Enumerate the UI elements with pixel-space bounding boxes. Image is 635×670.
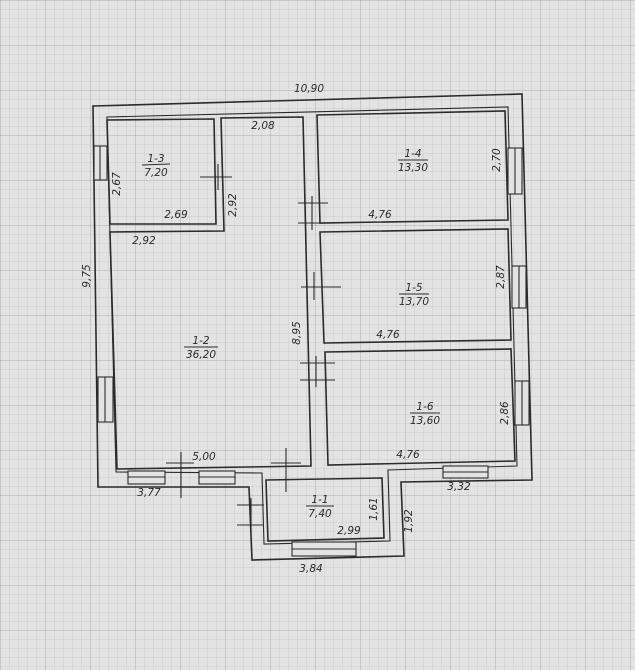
dim-r13-width: 2,69 <box>164 209 188 221</box>
dim-porch-right: 1,92 <box>403 509 415 533</box>
room-1-6-outline <box>324 348 516 466</box>
dim-r14-height: 2,70 <box>491 148 503 172</box>
room-1-1-area: 7,40 <box>308 508 332 520</box>
outer-wall <box>92 93 533 561</box>
room-1-6-id: 1-6 <box>416 401 433 413</box>
dim-r15-height: 2,87 <box>495 265 507 289</box>
room-1-5-outline <box>319 228 512 344</box>
dim-r12-bottom: 5,00 <box>192 451 216 463</box>
room-1-2-id: 1-2 <box>192 335 209 347</box>
room-1-3-rule <box>141 163 171 166</box>
dim-r12-height: 8,95 <box>291 321 303 345</box>
dim-bottom-left: 3,77 <box>137 487 161 499</box>
dim-r16-height: 2,86 <box>499 401 511 425</box>
door-marks <box>166 164 341 532</box>
dim-r16-width: 4,76 <box>396 449 420 461</box>
room-1-4-id: 1-4 <box>404 148 421 160</box>
room-1-5-area: 13,70 <box>399 296 429 308</box>
dim-bottom-right: 3,32 <box>447 481 471 493</box>
room-1-1-id: 1-1 <box>311 494 328 506</box>
room-1-4-outline <box>316 110 509 224</box>
dim-porch-bottom: 3,84 <box>299 563 322 575</box>
dim-r11-width: 2,99 <box>337 525 361 537</box>
dim-overall-width: 10,90 <box>294 83 324 95</box>
dim-r14-width: 4,76 <box>368 209 392 221</box>
dim-r15-width: 4,76 <box>376 329 400 341</box>
room-1-1-outline <box>265 477 385 542</box>
room-1-2-area: 36,20 <box>186 349 216 361</box>
dim-r13-height: 2,67 <box>111 172 123 196</box>
dim-r11-height: 1,61 <box>368 497 380 520</box>
room-1-2-outline <box>109 116 312 470</box>
room-1-5-id: 1-5 <box>405 282 422 294</box>
room-1-6-area: 13,60 <box>410 415 440 427</box>
room-1-3-outline <box>106 118 217 225</box>
room-1-3-area: 7,20 <box>144 167 168 179</box>
dim-r12-width-top: 2,92 <box>132 235 156 247</box>
dim-overall-height: 9,75 <box>81 264 93 288</box>
dim-r12-top: 2,08 <box>251 120 275 132</box>
room-1-3-id: 1-3 <box>147 153 164 165</box>
room-1-4-area: 13,30 <box>398 162 428 174</box>
dim-r13-right: 2,92 <box>227 193 239 217</box>
